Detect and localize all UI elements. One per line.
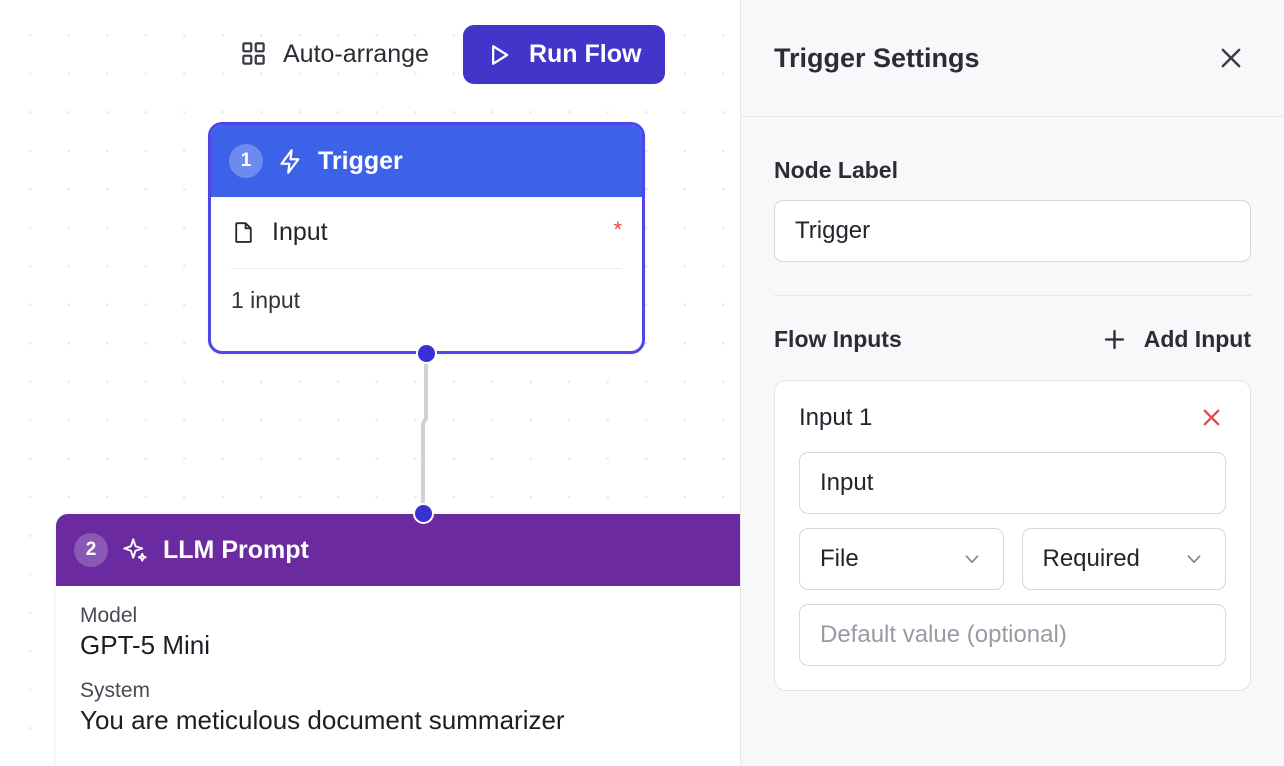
node-field-input[interactable]: Input * — [231, 197, 622, 269]
node-trigger-body: Input * 1 input — [211, 197, 642, 314]
system-label: System — [80, 679, 151, 702]
flow-input-default-row — [799, 604, 1226, 666]
panel-body: Node Label Flow Inputs Add Input — [741, 117, 1284, 691]
lightning-icon — [277, 148, 304, 175]
flow-inputs-heading: Flow Inputs — [774, 326, 902, 352]
node-trigger-title: Trigger — [318, 146, 403, 175]
flow-input-requirement-value: Required — [1042, 545, 1140, 572]
chevron-down-icon — [961, 548, 983, 570]
close-icon — [1199, 409, 1224, 433]
node-field-label: Input — [272, 218, 328, 246]
node-label-input[interactable] — [774, 200, 1251, 262]
flow-inputs-header: Flow Inputs Add Input — [774, 326, 1251, 353]
node-input-handle[interactable] — [413, 503, 434, 524]
flow-input-type-select[interactable]: File — [799, 528, 1004, 590]
add-input-label: Add Input — [1143, 326, 1251, 352]
node-llm-body: Model GPT-5 Mini System You are meticulo… — [56, 586, 740, 736]
canvas-toolbar: Auto-arrange Run Flow — [240, 25, 666, 84]
node-trigger-header[interactable]: 1 Trigger — [211, 125, 642, 197]
run-flow-button[interactable]: Run Flow — [462, 25, 666, 84]
remove-input-button[interactable] — [1197, 403, 1226, 432]
system-value: You are meticulous document summarizer — [80, 705, 565, 735]
add-input-button[interactable]: Add Input — [1101, 326, 1251, 353]
chevron-down-icon — [1183, 548, 1205, 570]
grid-icon — [240, 40, 267, 70]
node-label-heading: Node Label — [774, 157, 898, 183]
close-panel-button[interactable] — [1211, 38, 1251, 78]
close-icon — [1217, 48, 1245, 75]
play-icon — [485, 41, 513, 69]
node-order-badge: 2 — [74, 533, 108, 567]
node-llm-prompt[interactable]: 2 LLM Prompt Model GPT-5 Mini System You… — [56, 514, 740, 766]
panel-title: Trigger Settings — [774, 42, 980, 73]
panel-divider — [774, 295, 1251, 296]
flow-input-default-field[interactable] — [799, 604, 1226, 666]
node-output-handle[interactable] — [416, 343, 437, 364]
run-flow-label: Run Flow — [528, 40, 642, 68]
model-value: GPT-5 Mini — [80, 630, 211, 660]
node-llm-title: LLM Prompt — [163, 535, 309, 564]
auto-arrange-label: Auto-arrange — [283, 40, 429, 68]
flow-input-name-field[interactable] — [799, 452, 1226, 514]
sparkle-icon — [122, 537, 149, 564]
flow-input-title: Input 1 — [799, 403, 873, 431]
flow-input-type-value: File — [820, 545, 859, 572]
flow-input-options-row: File Required — [799, 528, 1226, 590]
plus-icon — [1101, 326, 1128, 353]
trigger-settings-panel: Trigger Settings Node Label Flow Inputs — [740, 0, 1284, 766]
model-label: Model — [80, 604, 138, 627]
document-icon — [231, 220, 256, 245]
node-input-summary: 1 input — [231, 287, 301, 313]
panel-header: Trigger Settings — [741, 0, 1284, 117]
flow-input-card: Input 1 File — [774, 380, 1251, 691]
node-order-badge: 1 — [229, 144, 263, 178]
flow-input-card-header: Input 1 — [799, 403, 1226, 432]
node-trigger[interactable]: 1 Trigger Input * — [208, 122, 645, 354]
flow-input-requirement-select[interactable]: Required — [1021, 528, 1226, 590]
flow-canvas[interactable]: Auto-arrange Run Flow 1 — [0, 0, 740, 766]
node-llm-header[interactable]: 2 LLM Prompt — [56, 514, 740, 586]
required-marker: * — [613, 216, 622, 242]
auto-arrange-button[interactable]: Auto-arrange — [240, 40, 429, 70]
